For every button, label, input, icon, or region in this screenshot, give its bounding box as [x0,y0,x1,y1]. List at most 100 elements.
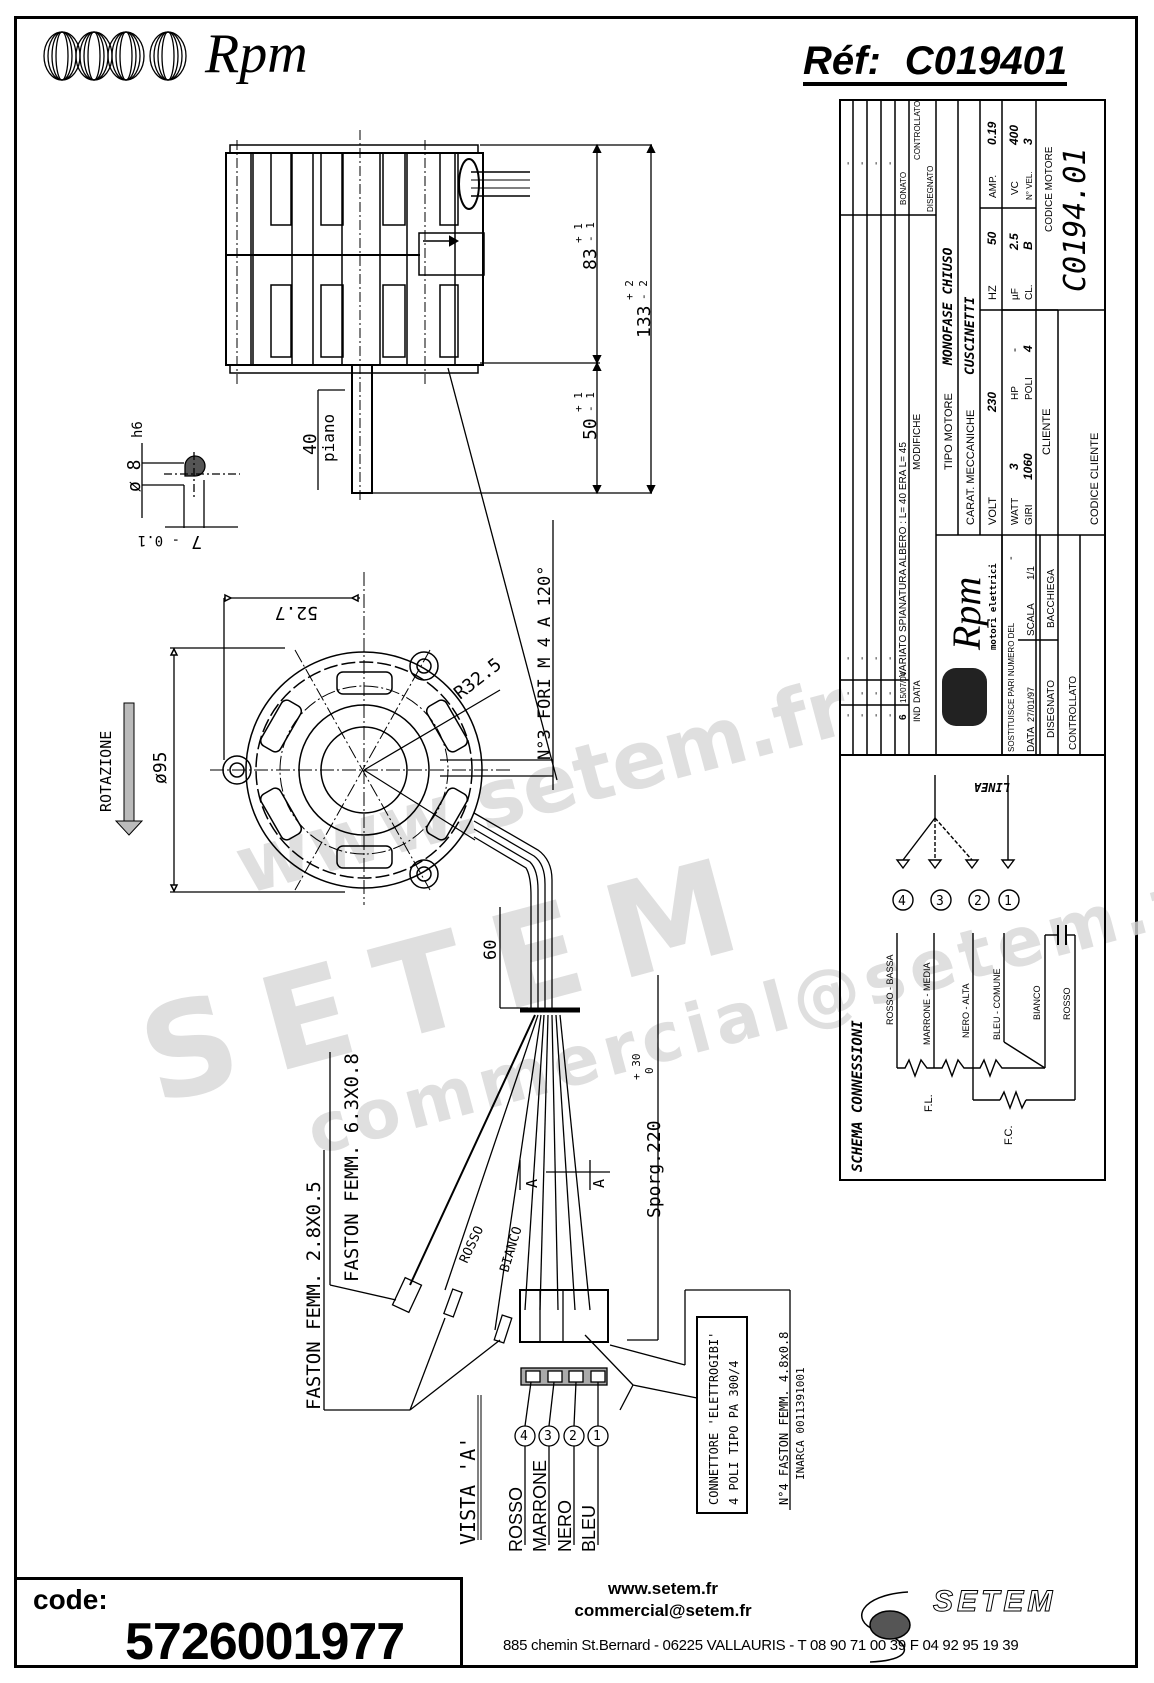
title-block-logo: Rpm motori elettrici [942,563,999,726]
motor-front-view [169,520,554,905]
rev-1-ind: - [843,714,854,717]
schema-pin-4: 4 [898,894,906,909]
title-block-logo-sub: motori elettrici [988,563,999,650]
shaft-flat: 7 [191,531,202,552]
rev-header-data: DATA [912,680,922,703]
connector-pin-4: 4 [520,1429,528,1444]
dim-body-tol-plus: + 1 [572,223,585,243]
connector-wire-bleu: BLEU [579,1505,599,1552]
cable-harness [323,812,791,1545]
rev-1-desc: - [843,657,854,660]
sostituisce-value: - [1005,556,1017,560]
spec-vc-value: 400 [1007,125,1021,146]
rev-header-disegnato: DISEGNATO [926,166,935,212]
shaft-section [141,443,240,528]
dim-60: 60 [481,940,501,960]
schema-wire-marrone-media: MARRONE - MEDIA [922,962,932,1045]
spec-watt-label: WATT [1010,498,1021,525]
carat-meccaniche-label: CARAT. MECCANICHE [965,410,977,525]
schema-wire-bianco: BIANCO [1032,985,1042,1020]
spec-poli-value: 4 [1021,345,1035,353]
dim-flat-length: 40 [300,433,321,455]
linea-label: LINEA [974,780,1010,794]
dim-protrusion: Sporg.220 [644,1120,665,1218]
title-block-logo-word: Rpm [944,577,989,651]
spec-volt-value: 230 [985,392,999,413]
title-block [839,99,1106,1181]
spec-uf-label: µF [1010,288,1021,300]
shaft-flat-tol: - 0.1 [138,532,180,548]
email-link[interactable]: commercial@setem.fr [574,1601,752,1620]
wire-bianco-label: BIANCO [497,1225,525,1274]
schema-title: SCHEMA CONNESSIONI [850,1020,866,1172]
spec-giri-value: 1060 [1021,453,1035,480]
spec-uf-value: 2.5 [1007,233,1021,251]
rev-2-data: - [857,692,868,695]
rev-4-data: - [885,692,896,695]
spec-cl-label: CL. [1024,284,1035,300]
dim-protrusion-tol-plus: + 30 [630,1054,643,1081]
faston-large-label: FASTON FEMM. 6.3X0.8 [341,1053,363,1282]
disegnato-value: BACCHIEGA [1046,569,1057,628]
company-logo-word: SETEM [932,1585,1057,1619]
faston-small-label: FASTON FEMM. 2.8X0.5 [303,1181,325,1410]
codice-motore-value: C0194.01 [1058,148,1093,293]
rev-2-desc: - [857,657,868,660]
tipo-motore-label: TIPO MOTORE [943,393,955,470]
rpm-coil-small-icon [942,668,987,726]
dim-offset: 52.7 [275,602,318,623]
drawing-frame [14,16,1138,1668]
view-a-label: VISTA 'A' [456,1437,480,1545]
connector-wire-rosso: ROSSO [506,1487,526,1552]
connector-type-line1: CONNETTORE 'ELETTROGIBI' [707,1332,721,1505]
connector-type-line2: 4 POLI TIPO PA 300/4 [727,1361,741,1506]
rev-4-dis: - [885,162,896,165]
spec-giri-label: GIRI [1024,504,1035,525]
spec-nvel-value: 3 [1021,138,1035,145]
schema-fl-label: F.L. [923,1094,935,1112]
codice-cliente-label: CODICE CLIENTE [1089,433,1101,525]
rev-4-ind: - [885,714,896,717]
flat-label: piano [319,414,338,462]
dim-radius: R32.5 [450,654,506,704]
schema-wire-rosso: ROSSO [1062,987,1072,1020]
dim-total-length: 133 [634,305,655,338]
rev-header-ind: IND [912,706,922,722]
setem-swirl-logo-icon [861,1591,911,1663]
rev-1-data: - [843,692,854,695]
brand-name: Rpm [205,23,308,85]
watermark: www.setem.fr SETEM commercial@setem.fr [125,660,1154,1172]
rev-3-ind: - [871,714,882,717]
code-label: code: [33,1584,108,1615]
dim-shaft-tol-minus: - 1 [584,392,597,412]
dim-protrusion-tol-minus: 0 [643,1067,656,1074]
product-code-box: code: 5726001977 [17,1577,463,1671]
website-link[interactable]: www.setem.fr [608,1579,718,1598]
rev-5-dis: BONATO [899,172,908,205]
shaft-diameter: ø 8 [124,459,145,492]
rev-5-desc: VARIATO SPIANATURA ALBERO : L= 40 ERA L=… [898,442,909,677]
cliente-label: CLIENTE [1041,409,1053,455]
connector-pin-2: 2 [569,1429,577,1444]
schema-fc-label: F.C. [1003,1125,1015,1145]
tipo-motore-value: MONOFASE CHIUSO [941,247,956,366]
data-label: DATA [1026,726,1037,752]
dim-body-tol-minus: - 1 [584,222,597,242]
spec-volt-label: VOLT [987,497,999,525]
rev-1-dis: - [843,162,854,165]
spec-hp-label: HP [1010,386,1021,400]
rev-3-desc: - [871,657,882,660]
shaft-fit: h6 [130,421,146,438]
sostituisce-label: SOSTITUISCE PARI NUMERO DEL [1007,622,1016,752]
schema-pin-1: 1 [1004,894,1012,909]
scala-label: SCALA [1026,603,1037,636]
schema-wire-bleu-comune: BLEU - COMUNE [992,968,1002,1040]
connector-pin-3: 3 [544,1429,552,1444]
schema-wire-rosso-bassa: ROSSO - BASSA [885,954,895,1025]
connector-pin-1: 1 [593,1429,601,1444]
rev-3-data: - [871,692,882,695]
connector-wire-marrone: MARRONE [530,1460,550,1552]
section-marker-a-right: A [590,1179,608,1188]
dim-total-tol-plus: + 2 [623,280,636,300]
